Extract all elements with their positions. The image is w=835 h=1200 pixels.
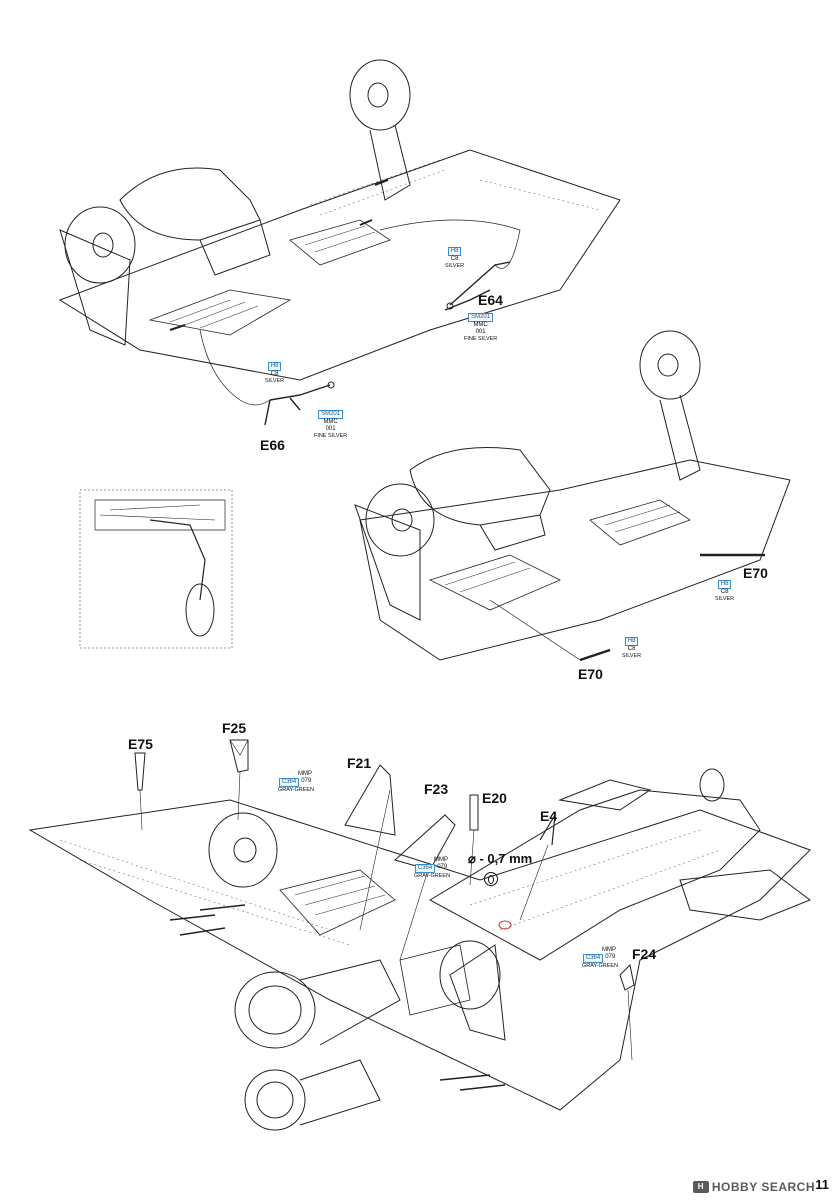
mmp-number: 079: [437, 864, 448, 870]
color-name: SILVER: [265, 378, 285, 384]
c-code: C8: [270, 371, 279, 377]
c-code: C364: [414, 864, 436, 873]
watermark-logo-icon: H: [692, 1181, 709, 1193]
color-name: FINE SILVER: [464, 336, 498, 342]
part-label-f25: F25: [222, 720, 247, 736]
part-label-e66: E66: [260, 437, 285, 453]
part-label-e64: E64: [478, 292, 503, 308]
color-callout-e66-silver: H8 C8 SILVER: [263, 362, 286, 385]
watermark-text: HOBBY SEARCH: [711, 1180, 815, 1194]
part-label-e75: E75: [128, 736, 153, 752]
h-code: H8: [624, 637, 639, 646]
color-callout-e70-bottom-silver: H8 C8 SILVER: [620, 637, 643, 660]
diameter-symbol: ⌀: [468, 851, 476, 866]
color-name: GRAY-GREEN: [278, 787, 315, 793]
color-name: SILVER: [445, 263, 465, 269]
part-label-f21: F21: [347, 755, 372, 771]
color-callout-e64-silver: H8 C8 SILVER: [443, 247, 466, 270]
drill-instruction: ⌀ - 0,7 mm: [468, 851, 532, 867]
page-number: 11: [815, 1177, 829, 1192]
color-name: GRAY-GREEN: [414, 873, 451, 879]
c-code: C364: [582, 954, 604, 963]
h-code: H8: [267, 362, 282, 371]
c-code: C8: [720, 589, 729, 595]
mmc-number: 001: [475, 329, 486, 335]
part-label-e70-bottom: E70: [578, 666, 603, 682]
part-label-f23: F23: [424, 781, 449, 797]
top-wing-assembly: [58, 59, 621, 426]
part-label-e70-right: E70: [743, 565, 768, 581]
part-label-e20: E20: [482, 790, 507, 806]
sm-code: SM201: [468, 313, 494, 322]
c-code: C364: [278, 778, 300, 787]
color-name: SILVER: [622, 653, 642, 659]
mmp-number: 079: [301, 778, 312, 784]
c-code: C8: [450, 256, 459, 262]
drill-size: - 0,7 mm: [479, 851, 533, 866]
sm-code: SM201: [318, 410, 344, 419]
drill-hole-icon: [484, 872, 498, 886]
color-callout-e66-fine-silver: SM201 MMC 001 FINE SILVER: [312, 410, 349, 440]
bottom-airframe-assembly: [28, 739, 812, 1131]
mmc-number: 001: [325, 426, 336, 432]
part-label-f24: F24: [632, 946, 657, 962]
mmp-code: MMP: [602, 947, 617, 953]
c-code: C8: [627, 646, 636, 652]
mmc-code: MMC: [323, 419, 338, 425]
color-callout-e64-fine-silver: SM201 MMC 001 FINE SILVER: [462, 313, 499, 343]
mmp-code: MMP: [298, 771, 313, 777]
reference-photo-inset: [79, 489, 233, 649]
mmp-code: MMP: [434, 857, 449, 863]
h-code: H8: [717, 580, 732, 589]
h-code: H8: [447, 247, 462, 256]
part-label-e4: E4: [540, 808, 558, 824]
color-name: SILVER: [715, 596, 735, 602]
middle-wing-assembly: [354, 330, 791, 662]
color-callout-e70-right-silver: H8 C8 SILVER: [713, 580, 736, 603]
mmp-number: 079: [605, 954, 616, 960]
mmc-code: MMC: [473, 322, 488, 328]
watermark: H HOBBY SEARCH: [692, 1180, 815, 1194]
color-name: GRAY-GREEN: [582, 963, 619, 969]
color-name: FINE SILVER: [314, 433, 348, 439]
